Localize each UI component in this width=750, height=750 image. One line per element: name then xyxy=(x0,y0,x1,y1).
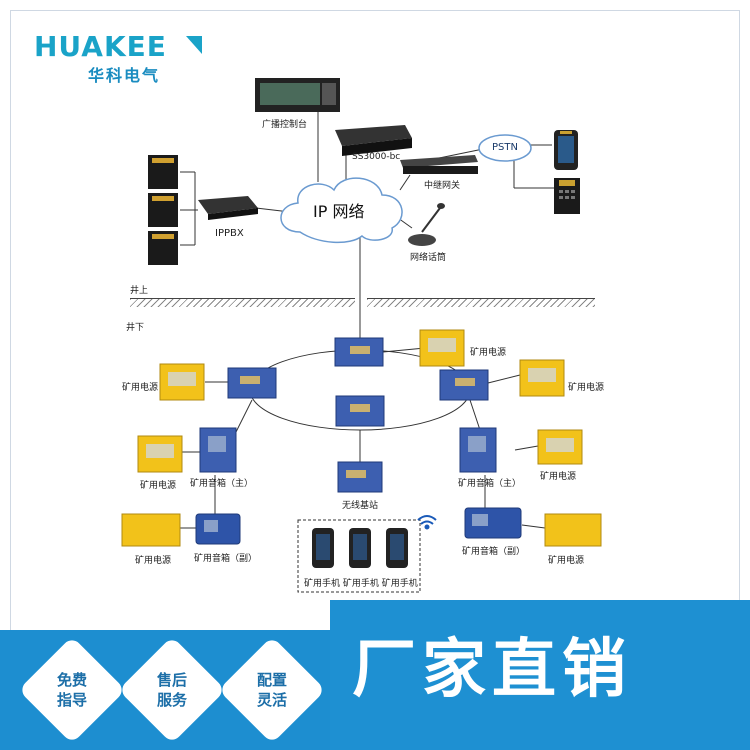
speaker-sub-right-device xyxy=(464,507,522,539)
power-supply-4-device xyxy=(137,435,183,473)
promo-banner-panel xyxy=(330,600,750,750)
power-supply-2-device xyxy=(159,363,205,401)
desk-phone-left-1-icon xyxy=(148,155,178,189)
badge-1-line2: 指导 xyxy=(56,691,87,709)
badge-1: 免费 指导 xyxy=(32,670,112,710)
promo-banner-text: 厂家直销 xyxy=(352,633,632,707)
mobile-phones-group xyxy=(297,519,421,593)
speaker-sub-right-label: 矿用音箱（副） xyxy=(462,547,526,557)
badge-1-line1: 免费 xyxy=(56,671,87,689)
speaker-sub-left-device xyxy=(195,513,241,545)
ring-switch-right xyxy=(439,369,489,401)
speaker-main-right-device xyxy=(459,427,497,473)
network-diagram xyxy=(121,78,602,593)
ippbx-device xyxy=(198,196,258,214)
network-mic-label: 网络话筒 xyxy=(410,253,447,263)
ring-switch-left xyxy=(227,367,277,399)
badge-2-line1: 售后 xyxy=(156,671,187,689)
ippbx-label: IPPBX xyxy=(215,228,244,239)
power-label-2: 矿用电源 xyxy=(122,383,159,393)
logo-mark-icon xyxy=(186,36,202,54)
relay-gateway-label: 中继网关 xyxy=(424,181,461,191)
phones-label: 矿用手机 矿用手机 矿用手机 xyxy=(304,579,418,589)
power-supply-1-device xyxy=(419,329,465,367)
badge-3-line2: 灵活 xyxy=(256,691,287,709)
console-label: 广播控制台 xyxy=(262,120,308,130)
speaker-main-left-device xyxy=(199,427,237,473)
speaker-main-right-label: 矿用音箱（主） xyxy=(458,479,522,489)
power-label-7: 矿用电源 xyxy=(548,556,585,566)
power-supply-7-device xyxy=(544,513,602,547)
desk-phone-left-3-icon xyxy=(148,231,178,265)
power-label-5: 矿用电源 xyxy=(540,472,577,482)
power-supply-5-device xyxy=(537,429,583,465)
power-supply-3-device xyxy=(519,359,565,397)
badge-3: 配置 灵活 xyxy=(232,670,312,710)
ip-network-label: IP 网络 xyxy=(313,202,365,221)
speaker-sub-left-label: 矿用音箱（副） xyxy=(194,554,258,564)
ring-switch-center xyxy=(335,395,385,427)
brand-logo-en: HUAKEE xyxy=(34,30,167,63)
badge-3-line1: 配置 xyxy=(256,671,287,689)
pstn-label: PSTN xyxy=(492,142,518,153)
wifi-signal-icon xyxy=(417,515,437,530)
below-ground-label: 井下 xyxy=(126,323,145,333)
power-supply-6-device xyxy=(121,513,181,547)
power-label-6: 矿用电源 xyxy=(135,556,172,566)
badge-2: 售后 服务 xyxy=(132,670,212,710)
ground-divider-left xyxy=(130,298,355,307)
ground-divider-right xyxy=(367,298,595,307)
wireless-base-label: 无线基站 xyxy=(342,501,379,511)
ss3000-server-device xyxy=(335,125,412,146)
power-label-4: 矿用电源 xyxy=(140,481,177,491)
above-ground-label: 井上 xyxy=(130,286,149,296)
power-label-3: 矿用电源 xyxy=(568,383,605,393)
pstn-cloud-icon xyxy=(478,134,532,162)
speaker-main-left-label: 矿用音箱（主） xyxy=(190,479,254,489)
mine-phone-2-icon xyxy=(349,528,371,568)
power-label-1: 矿用电源 xyxy=(470,348,507,358)
badge-2-line2: 服务 xyxy=(156,691,187,709)
ss3000-label: SS3000-bc xyxy=(352,152,401,162)
mine-phone-3-icon xyxy=(386,528,408,568)
relay-gateway-device xyxy=(400,155,478,168)
network-microphone-icon xyxy=(408,203,445,246)
desk-phone-left-2-icon xyxy=(148,193,178,227)
ip-network-cloud-icon xyxy=(280,177,403,244)
ring-switch-top xyxy=(334,337,384,367)
brand-logo-cn: 华科电气 xyxy=(88,66,161,85)
wireless-base-device xyxy=(337,461,383,493)
mine-phone-1-icon xyxy=(312,528,334,568)
